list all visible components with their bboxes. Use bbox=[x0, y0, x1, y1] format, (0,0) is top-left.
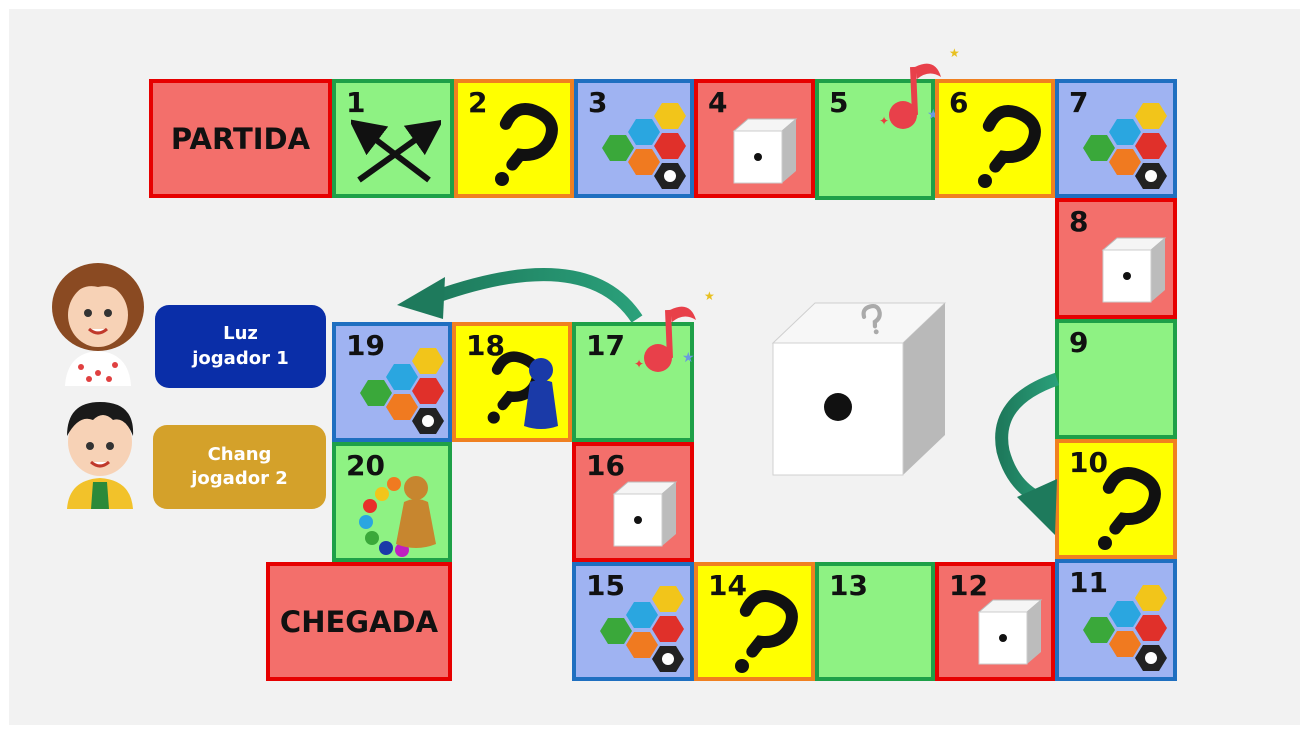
dice-icon bbox=[730, 117, 800, 187]
tile-19[interactable]: 19 bbox=[332, 322, 452, 442]
categories-icon bbox=[596, 101, 692, 193]
tile-6[interactable]: 6 bbox=[935, 79, 1055, 198]
question-icon bbox=[1081, 463, 1171, 555]
tile-3[interactable]: 3 bbox=[574, 79, 694, 198]
tile-5[interactable]: 5 ★ ★ ✦ bbox=[815, 79, 935, 200]
question-icon bbox=[478, 99, 568, 191]
tile-15[interactable]: 15 bbox=[572, 562, 694, 681]
hands-pawn-icon bbox=[356, 472, 446, 558]
tile-4[interactable]: 4 bbox=[694, 79, 815, 198]
game-board: PARTIDA 1 2 3 4 bbox=[9, 9, 1300, 725]
tile-number: 9 bbox=[1069, 329, 1088, 357]
tile-17[interactable]: 17 ★ ★ ✦ bbox=[572, 322, 694, 442]
tile-18[interactable]: 18 bbox=[452, 322, 572, 442]
tile-14[interactable]: 14 bbox=[694, 562, 815, 681]
tile-9[interactable]: 9 bbox=[1055, 319, 1177, 439]
curved-arrow-icon bbox=[387, 257, 647, 327]
tile-number: 12 bbox=[949, 572, 988, 600]
tile-2[interactable]: 2 bbox=[454, 79, 574, 198]
dice-icon bbox=[1099, 236, 1169, 306]
tile-16[interactable]: 16 bbox=[572, 442, 694, 562]
finish-label: CHEGADA bbox=[270, 566, 448, 677]
start-label: PARTIDA bbox=[153, 83, 328, 194]
dice-icon bbox=[610, 480, 680, 550]
boy-avatar bbox=[53, 394, 148, 509]
finish-tile[interactable]: CHEGADA bbox=[266, 562, 452, 681]
player-1-card[interactable]: Luz jogador 1 bbox=[155, 305, 326, 388]
curved-arrow-icon bbox=[993, 371, 1063, 541]
tile-number: 5 bbox=[829, 89, 848, 117]
categories-icon bbox=[1077, 101, 1173, 193]
svg-text:✦: ✦ bbox=[879, 114, 889, 128]
categories-icon bbox=[1077, 583, 1173, 675]
question-icon bbox=[718, 586, 808, 678]
tile-7[interactable]: 7 bbox=[1055, 79, 1177, 198]
player-2-card[interactable]: Chang jogador 2 bbox=[153, 425, 326, 509]
tile-20[interactable]: 20 bbox=[332, 442, 452, 562]
tile-12[interactable]: 12 bbox=[935, 562, 1055, 681]
tile-13[interactable]: 13 bbox=[815, 562, 935, 681]
start-tile[interactable]: PARTIDA bbox=[149, 79, 332, 198]
tile-11[interactable]: 11 bbox=[1055, 559, 1177, 681]
tile-8[interactable]: 8 bbox=[1055, 198, 1177, 319]
categories-icon bbox=[354, 346, 450, 438]
crossed-arrows-icon bbox=[351, 108, 441, 188]
girl-avatar bbox=[43, 261, 153, 386]
player-1-name: Luz bbox=[223, 322, 258, 346]
tile-number: 13 bbox=[829, 572, 868, 600]
svg-text:★: ★ bbox=[682, 350, 695, 366]
dice-icon bbox=[975, 598, 1045, 668]
svg-text:★: ★ bbox=[704, 290, 715, 303]
svg-text:✦: ✦ bbox=[634, 357, 644, 371]
tile-number: 16 bbox=[586, 452, 625, 480]
player-1-role: jogador 1 bbox=[192, 347, 289, 371]
tile-1[interactable]: 1 bbox=[332, 79, 454, 198]
categories-icon bbox=[594, 584, 690, 676]
player-2-name: Chang bbox=[208, 443, 272, 467]
tile-10[interactable]: 10 bbox=[1055, 439, 1177, 559]
svg-text:★: ★ bbox=[949, 47, 960, 60]
player-2-role: jogador 2 bbox=[191, 467, 288, 491]
tile-number: 8 bbox=[1069, 208, 1088, 236]
blue-pawn-icon bbox=[518, 356, 564, 432]
question-icon bbox=[961, 101, 1051, 193]
question-dice-icon[interactable] bbox=[767, 297, 947, 483]
tile-number: 4 bbox=[708, 89, 727, 117]
